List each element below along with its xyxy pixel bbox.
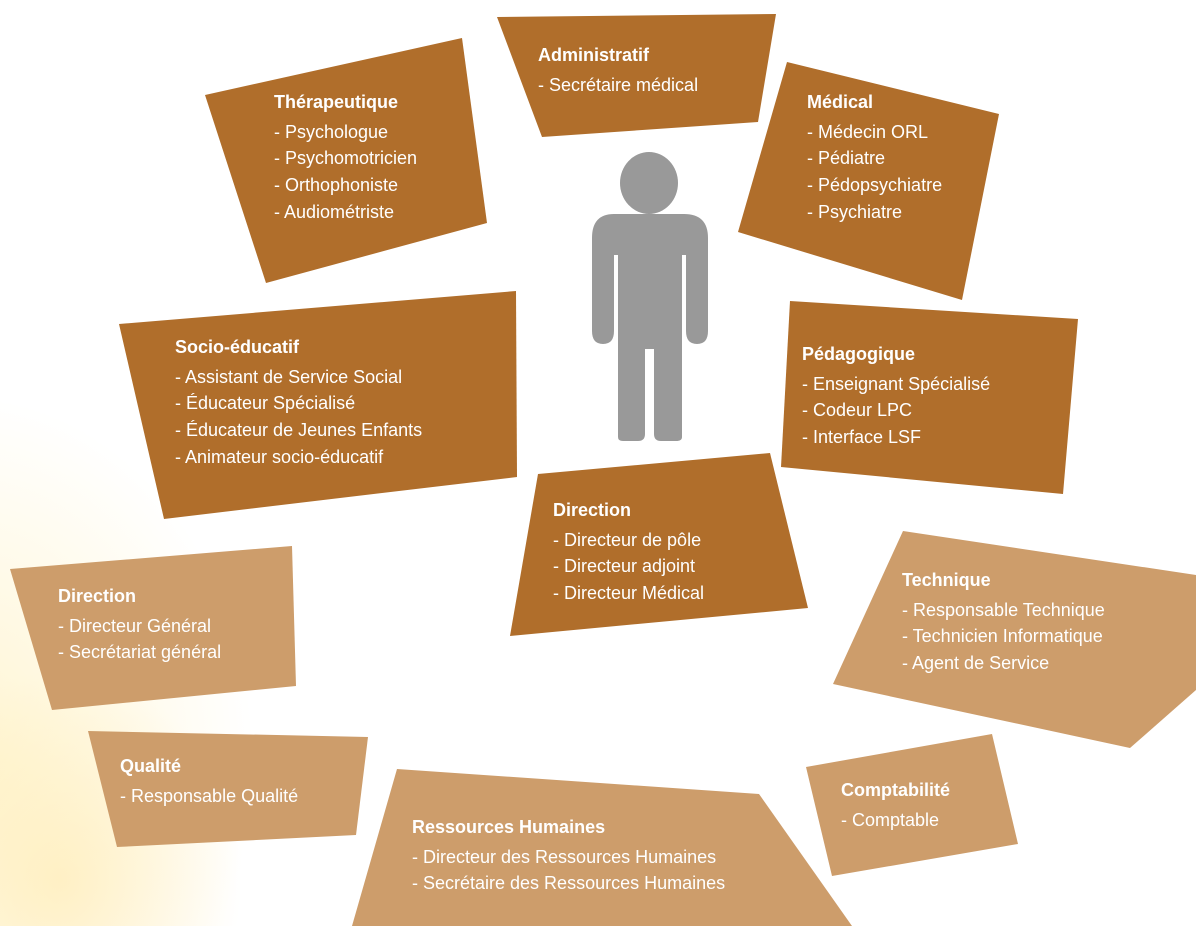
group-title: Technique [902, 570, 991, 590]
group-item: Codeur LPC [802, 397, 990, 424]
group-item: Animateur socio-éducatif [175, 444, 422, 471]
group-comptabilite: ComptabilitéComptable [841, 777, 950, 833]
group-item: Pédiatre [807, 145, 942, 172]
group-socio-educatif: Socio-éducatifAssistant de Service Socia… [175, 334, 422, 470]
group-item: Médecin ORL [807, 119, 942, 146]
group-direction-generale: DirectionDirecteur GénéralSecrétariat gé… [58, 583, 221, 666]
group-item: Secrétaire médical [538, 72, 698, 99]
group-medical: MédicalMédecin ORLPédiatrePédopsychiatre… [807, 89, 942, 225]
group-item: Secrétariat général [58, 639, 221, 666]
group-title: Administratif [538, 45, 650, 65]
group-item: Psychiatre [807, 199, 942, 226]
group-item: Assistant de Service Social [175, 364, 422, 391]
group-title: Thérapeutique [274, 92, 399, 112]
group-title: Ressources Humaines [412, 817, 606, 837]
group-item: Agent de Service [902, 650, 1105, 677]
group-title: Médical [807, 92, 874, 112]
group-item: Éducateur de Jeunes Enfants [175, 417, 422, 444]
group-item: Directeur de pôle [553, 527, 704, 554]
group-item: Interface LSF [802, 424, 990, 451]
group-therapeutique: ThérapeutiquePsychologuePsychomotricienO… [274, 89, 417, 225]
group-item: Enseignant Spécialisé [802, 371, 990, 398]
box-comptabilite [806, 734, 1018, 876]
group-item: Éducateur Spécialisé [175, 390, 422, 417]
group-item: Orthophoniste [274, 172, 417, 199]
group-item: Pédopsychiatre [807, 172, 942, 199]
group-title: Socio-éducatif [175, 337, 300, 357]
group-item: Directeur des Ressources Humaines [412, 844, 725, 871]
group-title: Comptabilité [841, 780, 951, 800]
group-administratif: AdministratifSecrétaire médical [538, 42, 698, 98]
group-title: Direction [58, 586, 137, 606]
group-direction-pole: DirectionDirecteur de pôleDirecteur adjo… [553, 497, 704, 607]
group-qualite: QualitéResponsable Qualité [120, 753, 298, 809]
group-title: Direction [553, 500, 632, 520]
group-title: Pédagogique [802, 344, 916, 364]
group-item: Directeur Médical [553, 580, 704, 607]
group-ressources-humaines: Ressources HumainesDirecteur des Ressour… [412, 814, 725, 897]
group-item: Comptable [841, 807, 950, 834]
group-item: Psychologue [274, 119, 417, 146]
group-item: Responsable Qualité [120, 783, 298, 810]
group-pedagogique: PédagogiqueEnseignant SpécialiséCodeur L… [802, 341, 990, 451]
group-item: Technicien Informatique [902, 623, 1105, 650]
group-item: Responsable Technique [902, 597, 1105, 624]
group-title: Qualité [120, 756, 182, 776]
group-item: Psychomotricien [274, 145, 417, 172]
person-icon [592, 152, 708, 441]
group-item: Directeur adjoint [553, 553, 704, 580]
group-item: Directeur Général [58, 613, 221, 640]
group-item: Secrétaire des Ressources Humaines [412, 870, 725, 897]
group-technique: TechniqueResponsable TechniqueTechnicien… [902, 567, 1105, 677]
group-item: Audiométriste [274, 199, 417, 226]
